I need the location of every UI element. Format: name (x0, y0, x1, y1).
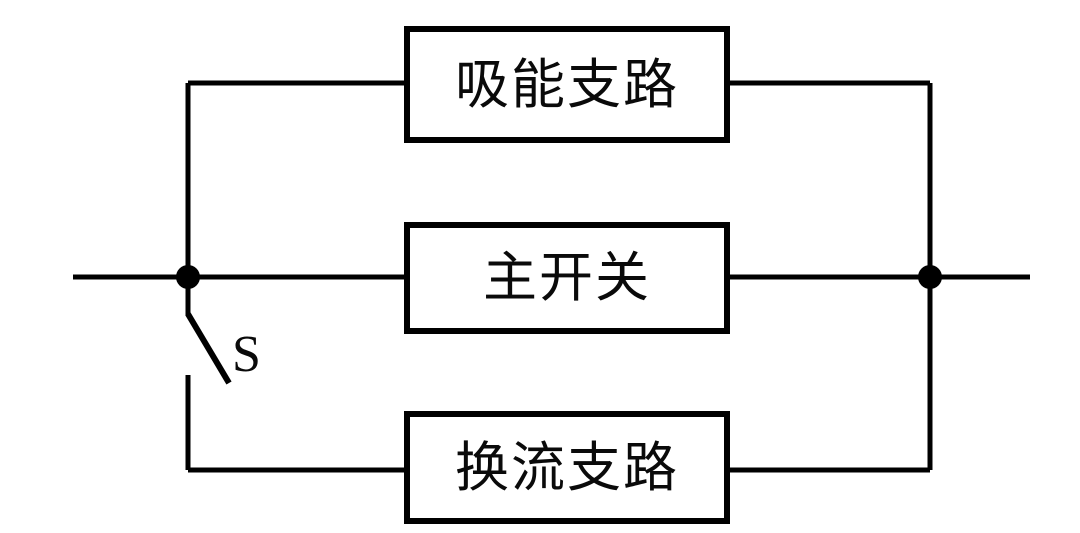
branch-label-energy-absorption: 吸能支路 (455, 54, 679, 115)
branch-box-commutation[interactable] (404, 411, 730, 524)
junction-node-right (918, 265, 942, 289)
branch-label-commutation: 换流支路 (455, 437, 679, 498)
junction-node-left (176, 265, 200, 289)
switch-blade-s[interactable] (185, 312, 232, 385)
branch-box-energy-absorption[interactable] (404, 26, 730, 143)
switch-label-s: S (232, 326, 261, 383)
branch-label-main-switch: 主开关 (483, 248, 651, 308)
branch-box-main-switch[interactable] (404, 222, 730, 334)
